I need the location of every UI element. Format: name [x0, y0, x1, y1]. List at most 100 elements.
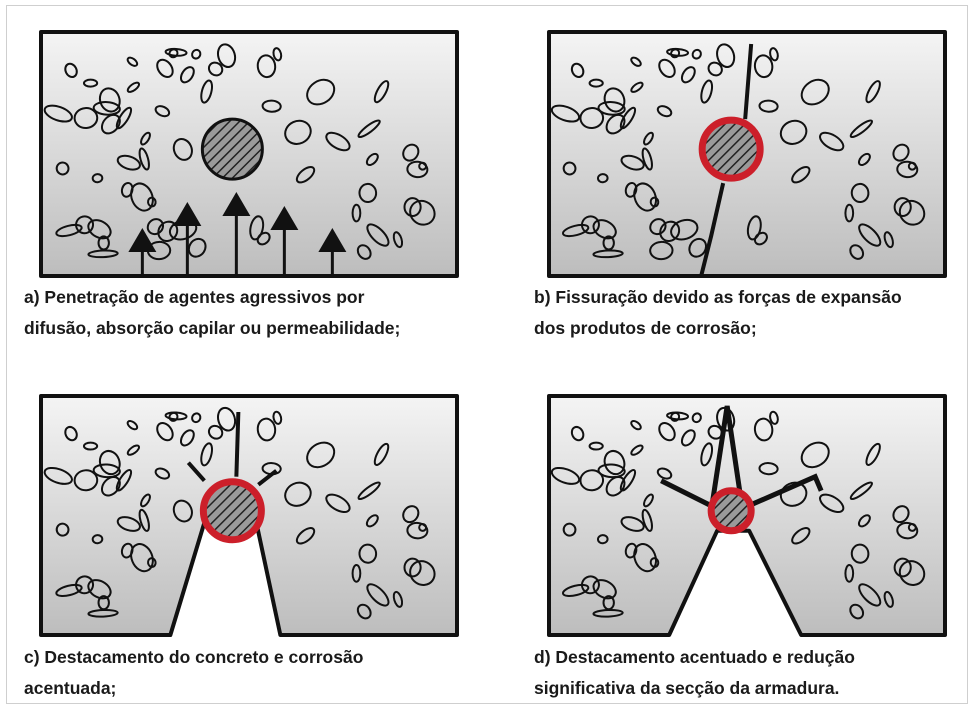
- aggregate-stone: [588, 78, 604, 88]
- aggregate-stone: [562, 161, 577, 176]
- aggregate-stone: [64, 425, 78, 442]
- aggregate-stone: [172, 499, 193, 523]
- aggregate-stone: [579, 107, 605, 130]
- aggregate-stone: [907, 161, 917, 171]
- aggregate-stone: [418, 161, 428, 171]
- aggregate-stone: [620, 516, 645, 532]
- aggregate-stone: [588, 441, 604, 451]
- aggregate-stone: [272, 410, 283, 425]
- aggregate-stone: [883, 590, 894, 608]
- aggregate-stone: [850, 543, 870, 564]
- caption-b-line1: b) Fissuração devido as forças de expans…: [534, 287, 902, 307]
- aggregate-stone: [120, 181, 134, 198]
- aggregate-stone: [365, 152, 379, 167]
- aggregate-stone: [641, 508, 653, 532]
- aggregate-stone: [356, 244, 372, 260]
- aggregate-stone: [256, 417, 277, 442]
- aggregate-stone: [295, 527, 316, 545]
- aggregate-stone: [649, 557, 660, 568]
- aggregate-stone: [550, 104, 581, 123]
- caption-d-line2: significativa da secção da armadura.: [534, 678, 840, 698]
- aggregate-stone: [597, 101, 626, 116]
- caption-c-line2: acentuada;: [24, 678, 117, 698]
- aggregate-stone: [857, 152, 871, 167]
- aggregate-stone: [596, 173, 609, 184]
- aggregate-stone: [249, 215, 265, 241]
- panel-a: [29, 24, 469, 284]
- aggregate-stone: [800, 441, 830, 469]
- aggregate-stone: [758, 462, 779, 476]
- arrow-head: [173, 202, 202, 226]
- arrow-head: [318, 228, 347, 252]
- aggregate-stone: [55, 161, 70, 176]
- aggregate-stone: [402, 143, 420, 162]
- aggregate-stone: [351, 203, 362, 223]
- aggregate-stone: [592, 579, 617, 600]
- aggregate-stone: [562, 522, 577, 537]
- aggregate-stone: [883, 231, 894, 249]
- aggregate-stone: [865, 80, 881, 104]
- aggregate-stone: [691, 48, 702, 60]
- aggregate-stone: [896, 160, 919, 179]
- aggregate-stone: [656, 467, 673, 480]
- aggregate-stone: [892, 505, 910, 524]
- aggregate-stones: [550, 43, 926, 261]
- aggregate-stone: [92, 463, 121, 479]
- aggregate-stone: [91, 173, 104, 184]
- aggregate-stone: [356, 603, 372, 620]
- aggregate-stone: [146, 218, 165, 236]
- aggregate-stone: [100, 113, 121, 135]
- aggregate-stone: [154, 467, 171, 480]
- caption-c-line1: c) Destacamento do concreto e corrosão: [24, 647, 364, 667]
- crack-line: [699, 43, 754, 277]
- aggregate-stone: [769, 410, 779, 425]
- panel-a-drawing: [39, 30, 459, 278]
- aggregate-stone: [596, 534, 609, 545]
- aggregate-stone: [753, 417, 774, 442]
- aggregate-stone: [392, 590, 404, 608]
- aggregate-stone: [643, 493, 654, 508]
- aggregate-stone: [87, 608, 119, 618]
- aggregate-stone: [418, 522, 428, 532]
- aggregate-stone: [126, 56, 139, 67]
- aggregate-stone: [403, 197, 422, 217]
- aggregate-stone: [779, 481, 808, 507]
- caption-a: a) Penetração de agentes agressivos por …: [24, 282, 400, 344]
- aggregate-stone: [907, 522, 917, 532]
- aggregate-stone: [570, 62, 585, 79]
- aggregate-stone: [126, 420, 139, 431]
- aggregate-stone: [791, 527, 811, 545]
- caption-a-line1: a) Penetração de agentes agressivos por: [24, 287, 365, 307]
- aggregate-stone: [115, 468, 133, 492]
- aggregate-stone: [791, 166, 811, 184]
- aggregate-stone: [409, 199, 436, 226]
- aggregate-stone: [168, 48, 179, 59]
- aggregate-stone: [633, 543, 658, 573]
- aggregate-stone: [82, 441, 99, 451]
- aggregate-stone: [172, 138, 193, 161]
- aggregate-stone: [403, 557, 422, 578]
- aggregate-stone: [351, 564, 362, 583]
- aggregate-stone: [116, 154, 141, 171]
- aggregate-stone: [64, 62, 78, 79]
- aggregate-stone: [284, 481, 312, 507]
- aggregate-stone: [126, 444, 141, 456]
- caption-c: c) Destacamento do concreto e corrosão a…: [24, 642, 363, 704]
- aggregate-stone: [670, 48, 681, 59]
- aggregate-stone: [624, 181, 638, 198]
- aggregate-stone: [43, 104, 73, 123]
- aggregate-stone: [147, 557, 157, 568]
- aggregate-stone: [140, 493, 151, 508]
- aggregate-stone: [893, 197, 912, 217]
- aggregate-stone: [156, 422, 174, 442]
- aggregate-stone: [844, 203, 855, 223]
- aggregate-stone: [633, 182, 658, 212]
- aggregate-stone: [373, 80, 390, 104]
- aggregate-stone: [43, 466, 73, 485]
- aggregate-stone: [758, 99, 779, 113]
- aggregate-stone: [630, 420, 642, 431]
- caption-b: b) Fissuração devido as forças de expans…: [534, 282, 902, 344]
- aggregate-stones: [43, 406, 436, 620]
- aggregate-stone: [82, 78, 99, 88]
- panel-c-drawing: [39, 394, 459, 637]
